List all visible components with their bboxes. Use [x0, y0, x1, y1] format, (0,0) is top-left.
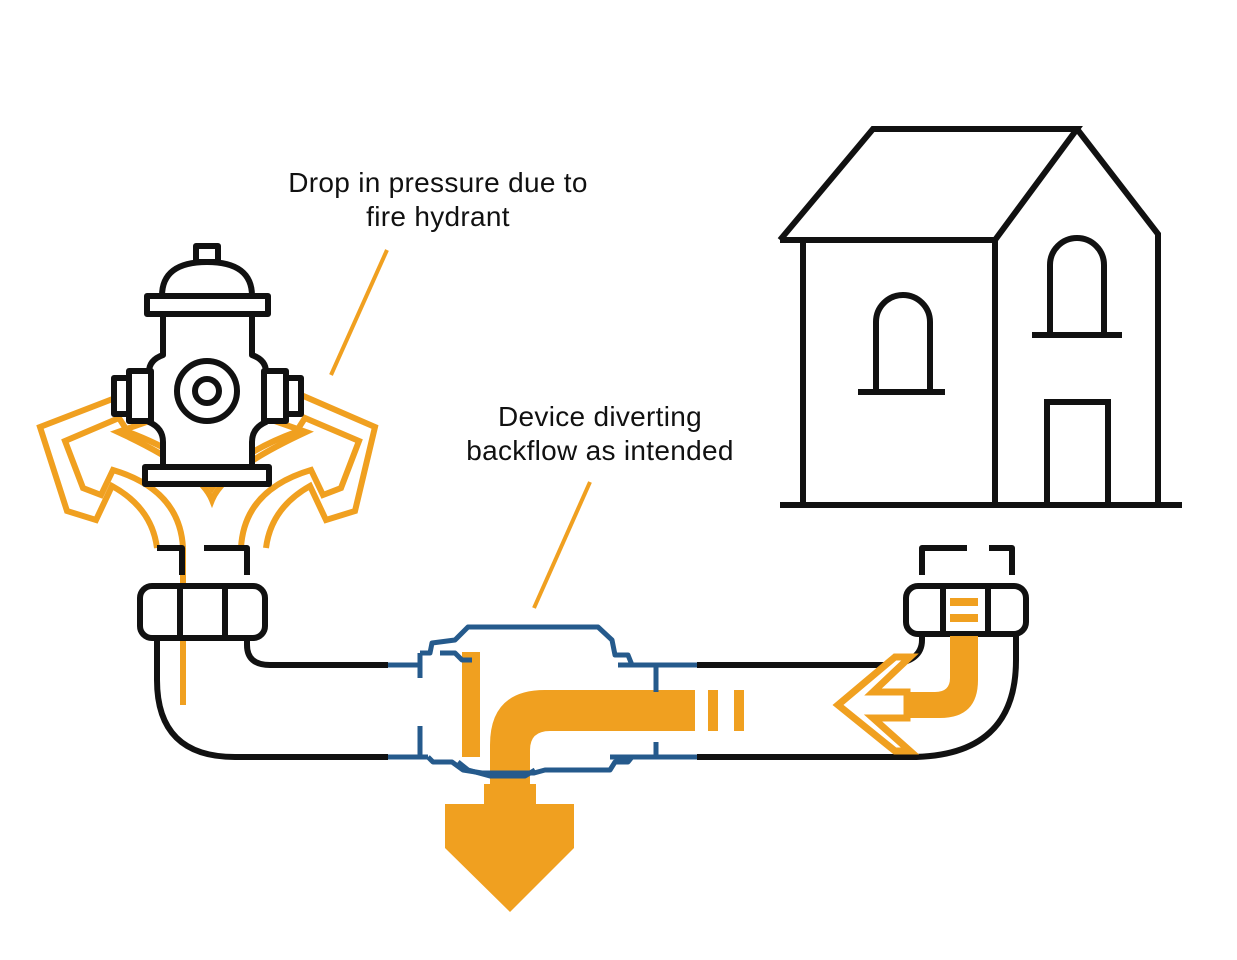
house-door: [1044, 399, 1111, 505]
right-pipe-flow-elbow: [895, 636, 978, 718]
hydrant-right-nozzle: [261, 368, 289, 424]
water-pipe: [154, 545, 1019, 760]
hydrant-spread-arrow-inner: [61, 414, 363, 549]
callout-leaders: [329, 249, 592, 609]
house-roof: [777, 126, 1083, 243]
house-window-right: [1047, 235, 1107, 335]
hydrant-callout-line-1: Drop in pressure due to: [288, 167, 588, 198]
device-bottom-valve: [456, 760, 537, 779]
right-pipe-upper-wall-left: [919, 545, 967, 575]
fire-hydrant-icon: [111, 243, 304, 487]
left-pipe-elbow-outer: [154, 640, 388, 760]
device-inner-valve: [440, 650, 472, 663]
hydrant-left-nozzle-cap: [111, 375, 132, 417]
pipe-flow-bar-1: [708, 690, 718, 731]
diverted-flow-elbow: [490, 690, 695, 798]
pipe-flow-bar-2: [734, 690, 744, 731]
right-pipe-coupling: [903, 583, 1029, 637]
right-coupling-flow-bar-1: [950, 598, 978, 606]
hydrant-left-nozzle: [126, 368, 154, 424]
house-icon: [777, 126, 1182, 508]
left-pipe-upper-wall: [157, 545, 185, 575]
right-pipe-upper-wall-right: [989, 545, 1015, 575]
backflow-arrowhead-right: [832, 653, 920, 755]
backflow-arrow-right: [895, 598, 978, 718]
device-housing-top: [420, 624, 635, 666]
diverted-flow-arrowhead: [445, 784, 574, 912]
hydrant-right-nozzle-cap: [283, 375, 304, 417]
device-flow-channel: [462, 652, 480, 757]
hydrant-dome: [159, 259, 255, 299]
right-arrowhead-shape: [832, 653, 920, 755]
device-diverting-callout: Device diverting backflow as intended: [400, 400, 800, 468]
left-pipe-upper-wall-right: [204, 545, 250, 575]
device-callout-line-2: backflow as intended: [466, 435, 734, 466]
hydrant-spread-arrow-outer: [36, 391, 379, 549]
device-callout-line-1: Device diverting: [498, 401, 702, 432]
hydrant-callout-leader: [329, 249, 389, 376]
right-pipe-elbow-outer: [909, 636, 1019, 760]
house-gable: [1074, 127, 1161, 505]
house-window-left: [873, 292, 933, 392]
right-coupling-flow-bar-2: [950, 614, 978, 622]
hydrant-front-outlet-inner: [192, 376, 222, 406]
pipe-couplings: [137, 583, 1029, 641]
device-callout-leader: [532, 481, 592, 609]
hydrant-pressure-callout: Drop in pressure due to fire hydrant: [238, 166, 638, 234]
left-pipe-elbow-inner: [244, 640, 388, 668]
hydrant-base-flange: [142, 464, 272, 487]
hydrant-callout-line-2: fire hydrant: [366, 201, 510, 232]
left-pipe-coupling: [137, 583, 268, 641]
backflow-preventer-icon: [388, 624, 697, 779]
diverted-flow: [445, 652, 744, 912]
